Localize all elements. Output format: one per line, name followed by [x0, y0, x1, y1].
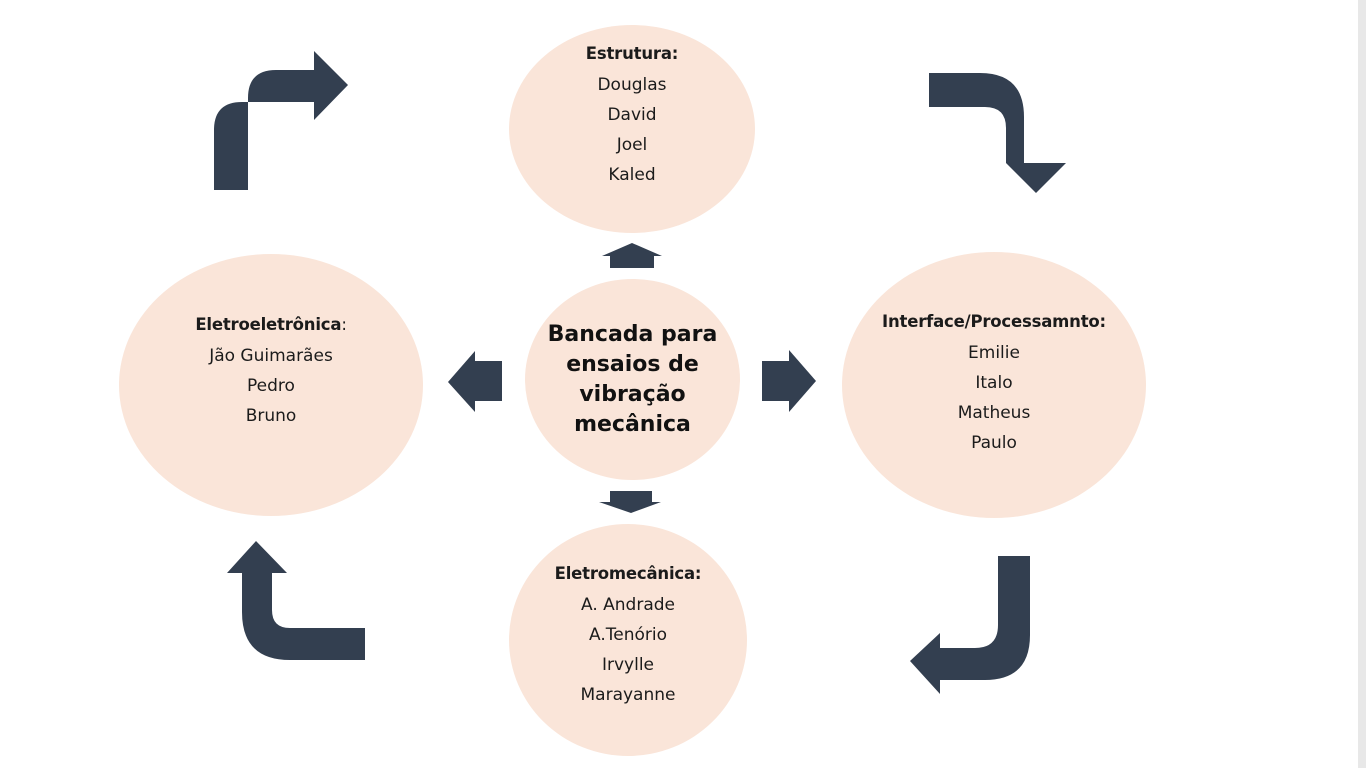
bent-arrow-left-up-icon: [227, 541, 365, 660]
eletroeletronica-bubble: Eletroeletrônica: Jão Guimarães Pedro Br…: [119, 254, 423, 516]
bent-arrow-up-right-icon: [214, 51, 348, 190]
bent-arrow-right-down-icon: [929, 73, 1066, 193]
member-name: Emilie: [968, 343, 1020, 363]
arrow-down-icon: [599, 491, 661, 513]
bent-arrow-down-left-icon: [910, 556, 1030, 694]
eletromecanica-title: Eletromecânica:: [554, 564, 702, 583]
member-name: Douglas: [597, 75, 667, 95]
member-name: Italo: [975, 373, 1013, 393]
arrow-left-icon: [448, 351, 502, 412]
member-name: Pedro: [247, 376, 295, 396]
member-name: David: [607, 105, 657, 125]
interface-bubble: Interface/Processamnto: Emilie Italo Mat…: [842, 252, 1146, 518]
eletroeletronica-title: Eletroeletrônica:: [195, 315, 347, 334]
estrutura-bubble: Estrutura: Douglas David Joel Kaled: [509, 25, 755, 233]
member-name: Matheus: [957, 403, 1031, 423]
member-name: Jão Guimarães: [209, 346, 333, 366]
arrow-right-icon: [762, 350, 816, 412]
member-name: A.Tenório: [589, 625, 667, 645]
page-edge: [1358, 0, 1366, 768]
estrutura-title: Estrutura:: [585, 44, 679, 63]
member-name: A. Andrade: [581, 595, 675, 615]
member-name: Kaled: [608, 165, 656, 185]
interface-title: Interface/Processamnto:: [882, 312, 1106, 331]
eletromecanica-bubble: Eletromecânica: A. Andrade A.Tenório Irv…: [509, 524, 747, 756]
member-name: Marayanne: [580, 685, 676, 705]
member-name: Bruno: [245, 406, 297, 426]
member-name: Paulo: [971, 433, 1017, 453]
center-bubble: Bancada para ensaios de vibração mecânic…: [525, 279, 740, 480]
center-title: Bancada para ensaios de vibração mecânic…: [547, 321, 718, 437]
member-name: Joel: [616, 135, 648, 155]
arrow-up-icon: [602, 243, 662, 268]
member-name: Irvylle: [601, 655, 655, 675]
